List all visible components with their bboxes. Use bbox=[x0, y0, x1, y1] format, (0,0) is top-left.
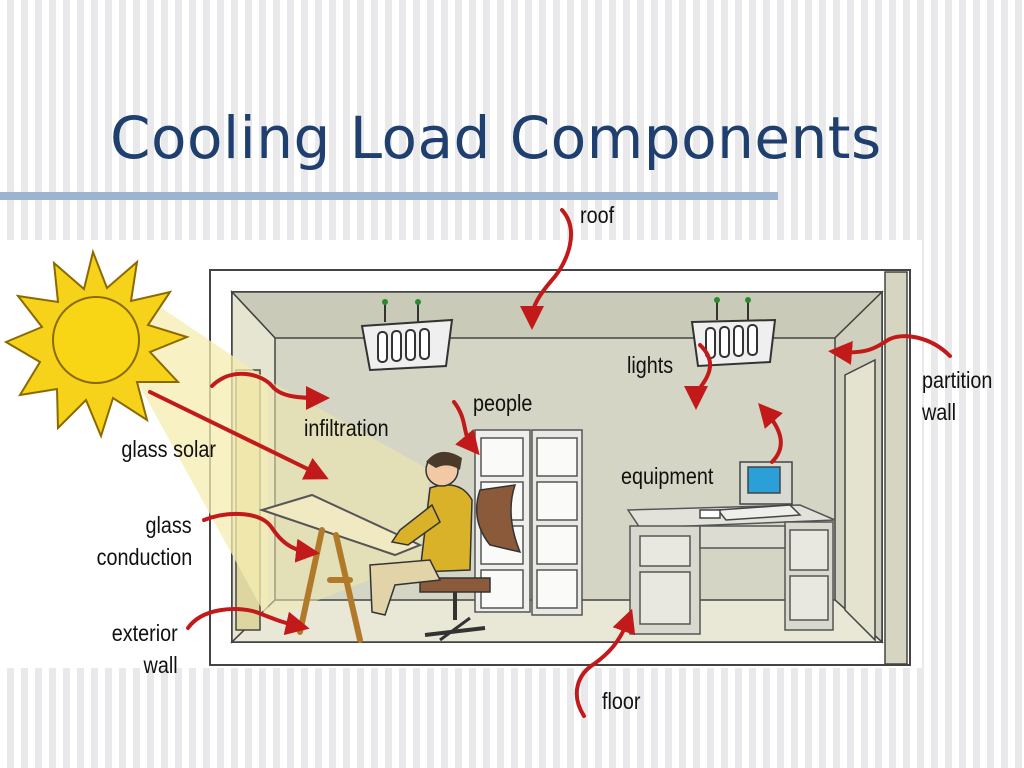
label-exterior-wall-line2: wall bbox=[143, 652, 178, 678]
label-glass-solar: glass solar bbox=[121, 436, 216, 462]
label-partition-wall-line2: wall bbox=[922, 399, 957, 425]
annotation-arrows bbox=[148, 208, 952, 718]
label-partition-wall-line1: partition bbox=[922, 367, 993, 393]
slide-title: Cooling Load Components bbox=[110, 104, 882, 172]
equipment-arrow bbox=[758, 402, 783, 464]
glass-solar-arrow bbox=[148, 390, 329, 480]
label-glass-conduction-line2: conduction bbox=[96, 544, 192, 570]
label-floor: floor bbox=[602, 688, 641, 714]
label-equipment: equipment bbox=[621, 463, 714, 489]
label-infiltration: infiltration bbox=[304, 415, 389, 441]
roof-arrow bbox=[520, 208, 573, 330]
label-roof: roof bbox=[580, 202, 615, 228]
label-glass-conduction-line1: glass bbox=[145, 512, 192, 538]
label-lights: lights bbox=[627, 352, 674, 378]
person-at-desk bbox=[369, 451, 522, 642]
sun-icon bbox=[3, 248, 190, 439]
ceiling-light-right bbox=[690, 297, 777, 368]
exterior-wall-arrow bbox=[186, 607, 310, 636]
label-people: people bbox=[473, 390, 533, 416]
ceiling-light-left bbox=[360, 299, 454, 372]
infiltration-arrow bbox=[210, 371, 330, 410]
office-desk bbox=[626, 504, 836, 635]
label-exterior-wall-line1: exterior bbox=[112, 620, 178, 646]
title-rule bbox=[0, 192, 778, 200]
partition-wall-arrow bbox=[828, 334, 952, 365]
lights-arrow bbox=[684, 343, 712, 410]
people-arrow bbox=[452, 400, 480, 456]
floor-arrow bbox=[574, 608, 636, 718]
glass-conduction-arrow bbox=[202, 511, 320, 563]
computer-icon bbox=[699, 461, 802, 521]
